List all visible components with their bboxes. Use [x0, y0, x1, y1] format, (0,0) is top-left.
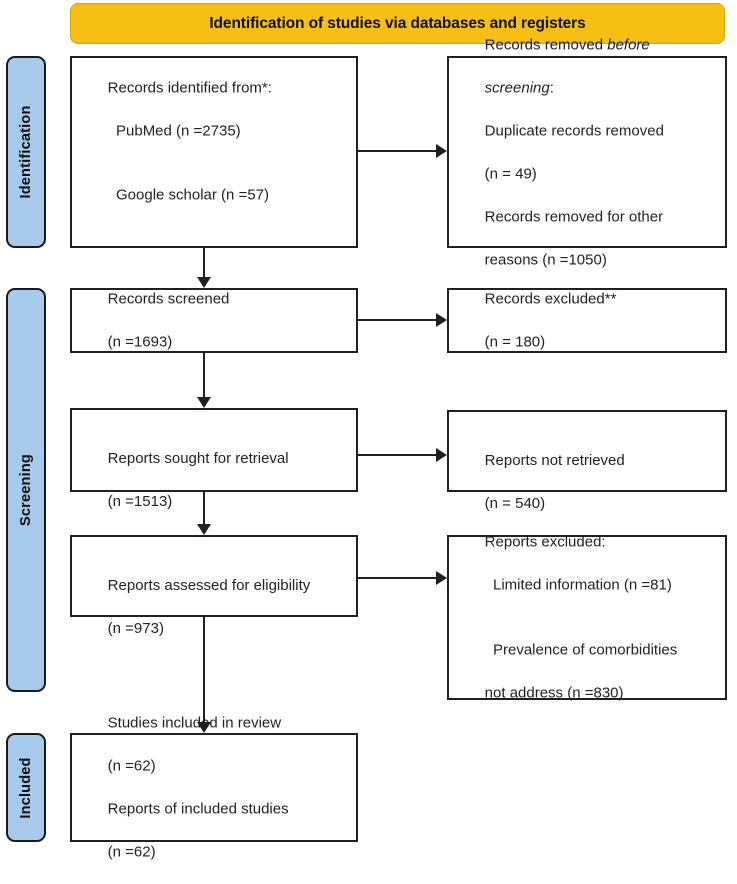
- edge-sought-to-assessed-arrowhead: [196, 524, 211, 535]
- edge-identified-to-screened-arrowhead: [196, 277, 211, 288]
- node-records-removed-before-screening: Records removed before screening: Duplic…: [447, 36, 727, 268]
- removed-before-line2-italic: screening: [484, 78, 550, 96]
- edge-identified-to-removed-arrowhead: [436, 143, 447, 158]
- node-records-screened: Records screened (n =1693): [70, 288, 358, 353]
- node-studies-included-in-review: Studies included in review (n =62) Repor…: [70, 714, 358, 860]
- edge-assessed-to-reports-excluded-line: [358, 577, 436, 580]
- node-records-excluded: Records excluded** (n = 180): [447, 288, 727, 353]
- diagram-header-banner: Identification of studies via databases …: [70, 3, 725, 44]
- reports-assessed-label: Reports assessed for eligibility: [107, 576, 311, 594]
- node-studies-included-text: Studies included in review (n =62) Repor…: [91, 691, 348, 884]
- reports-excluded-comorbidities-line2: not address (n =830): [484, 684, 624, 701]
- reports-not-retrieved-label: Reports not retrieved: [484, 451, 625, 469]
- edge-assessed-to-included-line: [203, 617, 206, 722]
- node-records-identified-text: Records identified from*: PubMed (n =273…: [91, 55, 348, 249]
- reports-excluded-comorbidities-line1: Prevalence of comorbidities: [493, 641, 678, 658]
- banner-title: Identification of studies via databases …: [209, 14, 586, 32]
- edge-identified-to-screened-line: [203, 248, 206, 277]
- records-screened-label: Records screened: [107, 290, 230, 308]
- removed-before-line1-italic: before: [607, 35, 650, 53]
- reports-excluded-label: Reports excluded:: [484, 533, 606, 551]
- node-reports-not-retrieved-text: Reports not retrieved (n = 540): [468, 428, 717, 536]
- records-screened-count: (n =1693): [107, 333, 173, 351]
- node-reports-not-retrieved: Reports not retrieved (n = 540): [447, 410, 727, 512]
- studies-included-count: (n =62): [107, 757, 156, 775]
- edge-sought-to-not-retrieved-line: [358, 454, 436, 457]
- node-reports-sought-for-retrieval: Reports sought for retrieval (n =1513): [70, 408, 358, 510]
- reports-sought-count: (n =1513): [107, 492, 173, 510]
- node-reports-excluded: Reports excluded: Limited information (n…: [447, 534, 727, 701]
- reports-excluded-limited-information: Limited information (n =81): [493, 576, 672, 594]
- node-records-removed-before-screening-text: Records removed before screening: Duplic…: [468, 12, 717, 292]
- records-identified-line1: Records identified from*:: [107, 78, 272, 96]
- edge-sought-to-assessed-line: [203, 492, 206, 524]
- reports-sought-label: Reports sought for retrieval: [107, 449, 289, 467]
- node-records-identified: Records identified from*: PubMed (n =273…: [70, 56, 358, 248]
- reports-not-retrieved-count: (n = 540): [484, 494, 546, 512]
- edge-assessed-to-included-arrowhead: [196, 722, 211, 733]
- records-excluded-label: Records excluded**: [484, 290, 617, 308]
- node-records-excluded-text: Records excluded** (n = 180): [468, 267, 717, 375]
- node-reports-assessed-for-eligibility: Reports assessed for eligibility (n =973…: [70, 535, 358, 637]
- records-identified-google-scholar: Google scholar (n =57): [116, 186, 270, 204]
- edge-assessed-to-reports-excluded-arrowhead: [436, 570, 447, 585]
- removed-before-duplicates-count: (n = 49): [484, 164, 537, 182]
- reports-assessed-count: (n =973): [107, 619, 164, 637]
- edge-screened-to-sought-arrowhead: [196, 397, 211, 408]
- edge-screened-to-excluded-arrowhead: [436, 312, 447, 327]
- removed-before-line1-plain: Records removed: [484, 35, 608, 53]
- node-reports-assessed-text: Reports assessed for eligibility (n =973…: [91, 553, 348, 661]
- removed-before-line2-plain: :: [549, 78, 554, 96]
- edge-screened-to-sought-line: [203, 353, 206, 397]
- stage-label-identification: Identification: [6, 56, 46, 248]
- node-reports-excluded-text: Reports excluded: Limited information (n…: [468, 510, 717, 725]
- stage-identification-text: Identification: [18, 105, 34, 199]
- node-reports-sought-text: Reports sought for retrieval (n =1513): [91, 426, 348, 534]
- removed-before-other: Records removed for other: [484, 207, 664, 225]
- stage-label-included: Included: [6, 733, 46, 842]
- removed-before-duplicates: Duplicate records removed: [484, 121, 664, 139]
- studies-included-label: Studies included in review: [107, 714, 282, 732]
- stage-label-screening: Screening: [6, 288, 46, 692]
- records-identified-pubmed: PubMed (n =2735): [116, 121, 241, 139]
- removed-before-other-count: reasons (n =1050): [484, 250, 607, 268]
- reports-of-included-label: Reports of included studies: [107, 800, 289, 818]
- stage-included-text: Included: [18, 756, 34, 819]
- edge-sought-to-not-retrieved-arrowhead: [436, 447, 447, 462]
- records-excluded-count: (n = 180): [484, 333, 546, 351]
- node-records-screened-text: Records screened (n =1693): [91, 267, 348, 375]
- edge-screened-to-excluded-line: [358, 319, 436, 322]
- edge-identified-to-removed-line: [358, 150, 436, 153]
- stage-screening-text: Screening: [18, 454, 34, 526]
